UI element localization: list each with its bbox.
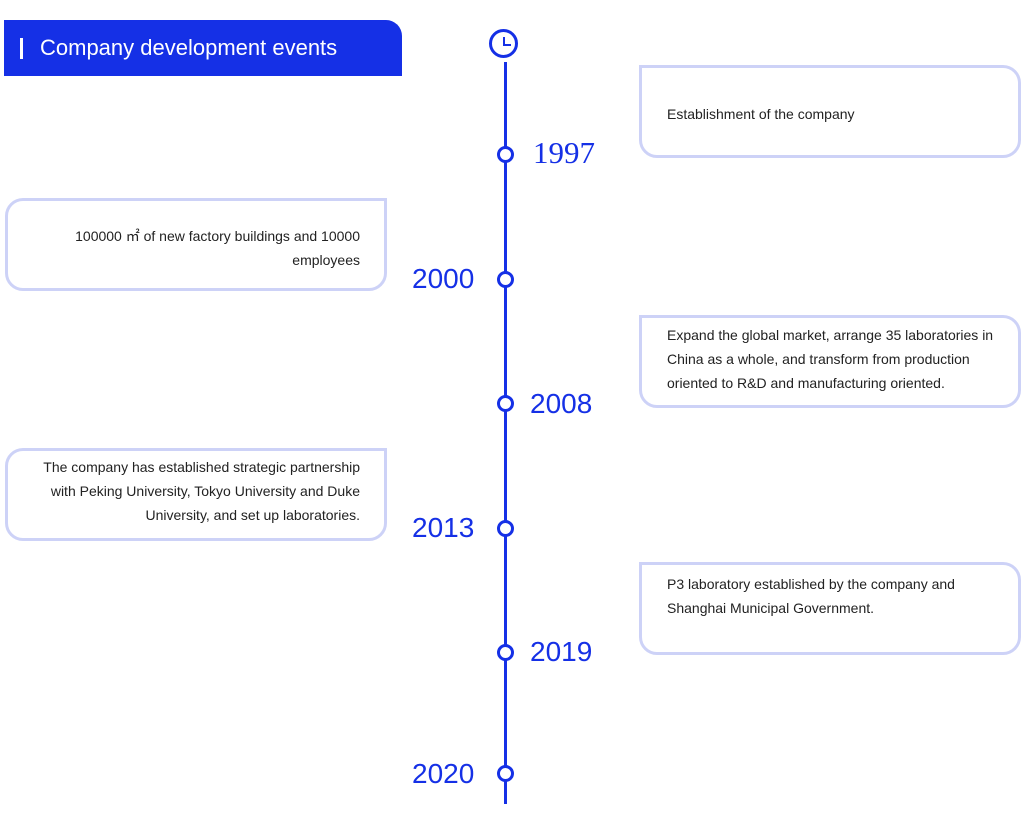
event-year-2013: 2013 [412,512,475,543]
event-year-1997: 1997 [533,135,595,170]
event-year-2019: 2019 [530,636,593,667]
section-header: Company development events [4,20,402,76]
event-text-2008: Expand the global market, arrange 35 lab… [667,327,994,391]
section-title: Company development events [40,35,338,60]
event-text-1997: Establishment of the company [667,106,855,122]
timeline-line [504,62,507,804]
event-text-2019: P3 laboratory established by the company… [667,576,955,616]
event-card-1997: Establishment of the company [639,65,1021,158]
timeline-node-2019 [497,644,514,661]
timeline-node-2013 [497,520,514,537]
event-text-2013: The company has established strategic pa… [43,459,360,523]
event-card-2013: The company has established strategic pa… [5,448,387,541]
header-accent-bar [20,38,23,59]
timeline-node-1997 [497,146,514,163]
event-year-2000: 2000 [412,263,475,294]
event-card-2000: 100000 ㎡ of new factory buildings and 10… [5,198,387,291]
timeline-node-2000 [497,271,514,288]
event-text-2000: 100000 ㎡ of new factory buildings and 10… [75,228,360,268]
event-card-2019: P3 laboratory established by the company… [639,562,1021,655]
timeline-node-2008 [497,395,514,412]
event-card-2008: Expand the global market, arrange 35 lab… [639,315,1021,408]
timeline-node-2020 [497,765,514,782]
clock-icon [489,29,518,58]
event-year-2008: 2008 [530,388,593,419]
event-year-2020: 2020 [412,758,475,789]
